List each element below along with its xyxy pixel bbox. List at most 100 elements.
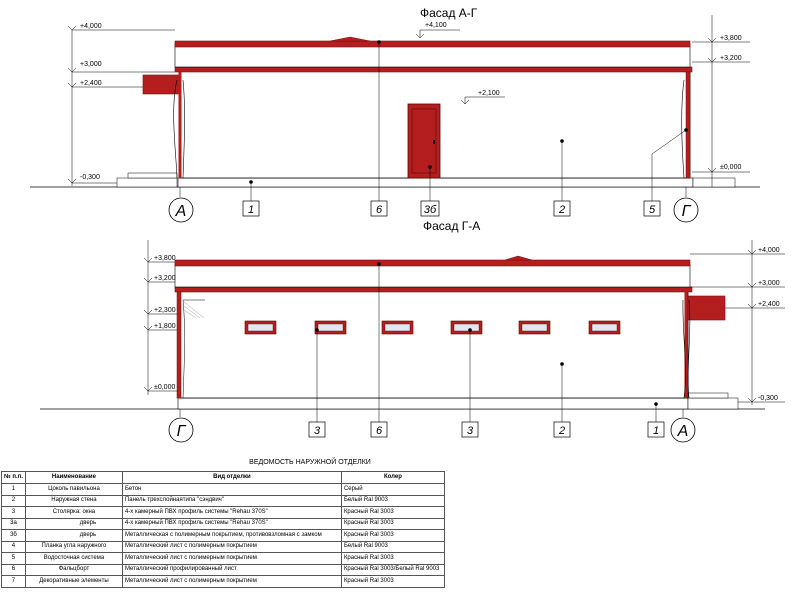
row-finish: Металлический лист с полимерным покрытие…: [121, 540, 342, 553]
svg-text:2: 2: [558, 425, 565, 437]
svg-text:+3,200: +3,200: [154, 275, 176, 282]
parapet-cap: [174, 40, 691, 48]
decorative-box: [142, 74, 181, 95]
row-color: Белый Ral 9003: [340, 540, 445, 553]
row-name: Декоративные элементы: [24, 575, 123, 588]
callout-box: [370, 200, 388, 217]
facade-g-a: Фасад Г-А: [40, 219, 785, 443]
row-color: Красный Ral 3003: [340, 517, 445, 530]
svg-text:+4,000: +4,000: [758, 247, 780, 254]
svg-text:1: 1: [653, 425, 659, 437]
axis-marker: [168, 417, 194, 443]
parapet-cap: [174, 259, 691, 267]
row-number: 5: [1, 552, 26, 565]
row-number: 3: [1, 506, 26, 519]
svg-text:+2,100: +2,100: [478, 90, 500, 97]
svg-text:+2,400: +2,400: [758, 301, 780, 308]
row-color: Красный Ral 3003: [340, 529, 445, 542]
row-finish: Бетон: [121, 483, 342, 496]
parapet: [174, 43, 691, 68]
row-name: Цоколь павильона: [24, 483, 123, 496]
svg-text:1: 1: [248, 204, 254, 216]
row-finish: Металлический лист с полимерным покрытие…: [121, 575, 342, 588]
callout-box: [553, 200, 571, 217]
callout-box: [242, 200, 260, 217]
svg-text:3б: 3б: [424, 204, 437, 216]
callout-box: [553, 421, 571, 438]
eave-band: [174, 66, 693, 73]
row-color: Белый Ral 9003: [340, 494, 445, 507]
svg-text:3: 3: [467, 425, 474, 437]
svg-text:2: 2: [558, 204, 565, 216]
svg-text:±0,000: ±0,000: [154, 384, 175, 391]
svg-text:+1,800: +1,800: [154, 323, 176, 330]
facade-title: Фасад Г-А: [423, 219, 480, 233]
svg-text:+3,800: +3,800: [720, 35, 742, 42]
axis-marker: [673, 197, 699, 223]
row-color: Красный Ral 3003: [340, 552, 445, 565]
row-name: Столярка: окна: [24, 506, 123, 519]
row-number: 2: [1, 494, 26, 507]
svg-text:Г: Г: [177, 423, 187, 440]
row-finish: Металлический лист с полимерным покрытие…: [121, 552, 342, 565]
windows: [244, 320, 621, 335]
col-header-color: Колер: [340, 471, 445, 484]
downpipe: [176, 291, 182, 399]
table-header-row: № п.п. Наименование Вид отделки Колер: [1, 471, 445, 484]
row-finish: Металлический профилированный лист: [121, 563, 342, 576]
axis-marker: [670, 417, 696, 443]
callout-box: [308, 421, 326, 438]
axis-marker: [168, 197, 194, 223]
row-number: 7: [1, 575, 26, 588]
row-finish: 4-х камерный ПВХ профиль системы "Rehau …: [121, 506, 342, 519]
svg-text:+4,000: +4,000: [80, 23, 102, 30]
row-number: 3а: [1, 517, 26, 530]
svg-text:+3,000: +3,000: [80, 61, 102, 68]
svg-text:Г: Г: [682, 203, 692, 220]
svg-text:6: 6: [376, 204, 383, 216]
row-color: Красный Ral 3003: [340, 506, 445, 519]
row-number: 6: [1, 563, 26, 576]
plinth: [177, 177, 694, 188]
svg-text:3: 3: [314, 425, 321, 437]
decorative-box: [687, 295, 726, 321]
svg-text:+3,000: +3,000: [758, 280, 780, 287]
row-finish: Панель трехслойнаятипа "сэндвич": [121, 494, 342, 507]
col-header-name: Наименование: [24, 471, 123, 484]
row-name: Наружная стена: [24, 494, 123, 507]
row-finish: 4-х камерный ПВХ профиль системы "Rehau …: [121, 517, 342, 530]
plinth: [177, 397, 689, 410]
parapet: [174, 263, 691, 288]
row-color: Серый: [340, 483, 445, 496]
svg-text:±0,000: ±0,000: [720, 164, 741, 171]
svg-text:+3,200: +3,200: [720, 55, 742, 62]
facade-a-g: Фасад А-Г: [30, 6, 760, 223]
schedule-title: ВЕДОМОСТЬ НАРУЖНОЙ ОТДЕЛКИ: [249, 459, 371, 466]
row-name: Планка угла наружного: [24, 540, 123, 553]
eave-band: [174, 286, 693, 293]
row-name: Водосточная система: [24, 552, 123, 565]
row-number: 4: [1, 540, 26, 553]
row-color: Красный Ral 3003/Белый Ral 9003: [340, 563, 445, 576]
facade-title: Фасад А-Г: [420, 6, 478, 20]
row-name: Фальцборт: [24, 563, 123, 576]
col-header-finish: Вид отделки: [121, 471, 342, 484]
row-color: Красный Ral 3003: [340, 575, 445, 588]
svg-text:+4,100: +4,100: [425, 22, 447, 29]
callout-box: [647, 421, 665, 438]
row-name: дверь: [24, 529, 123, 542]
row-name: дверь: [24, 517, 123, 530]
svg-text:А: А: [677, 423, 689, 440]
svg-text:А: А: [175, 203, 187, 220]
